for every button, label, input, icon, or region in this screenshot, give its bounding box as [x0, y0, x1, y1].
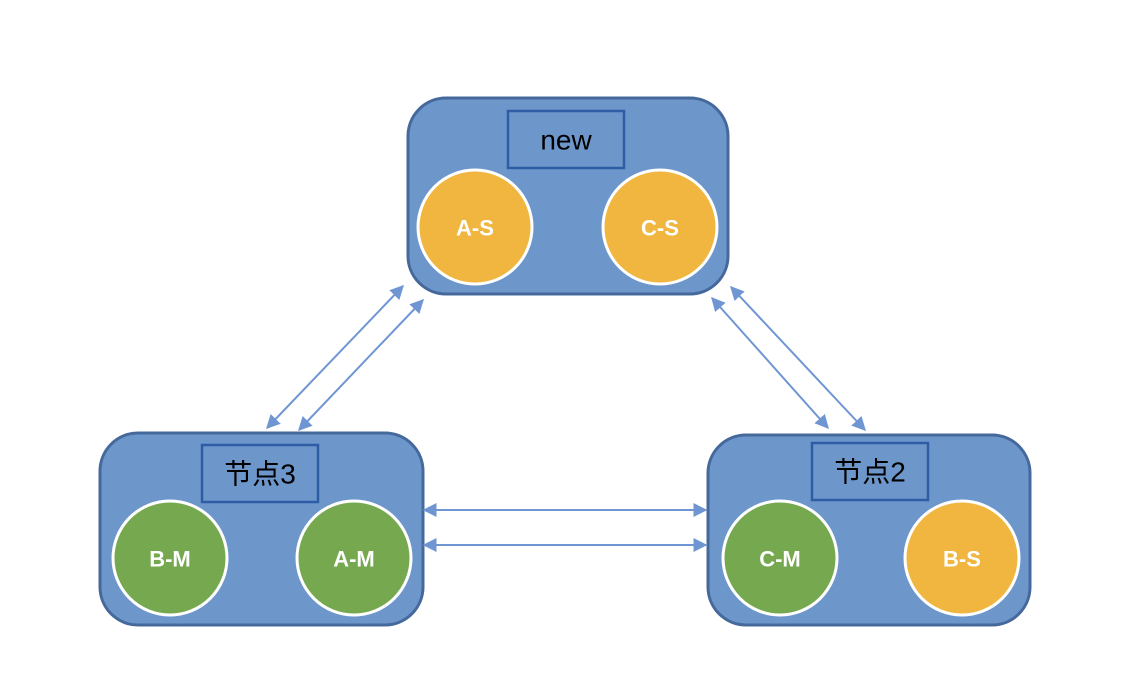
node-new-label: new [540, 125, 592, 156]
node-new-label-box [506, 109, 626, 170]
circle-a-s-shape [416, 168, 534, 286]
node-2-label-box [810, 441, 930, 502]
edge-node3-to-new-line-1 [266, 284, 404, 430]
circle-c-m-label: C-M [759, 547, 801, 572]
circle-b-s[interactable]: B-S [903, 499, 1021, 617]
circle-b-m-shape [111, 499, 229, 617]
circle-b-m[interactable]: B-M [111, 499, 229, 617]
edge-new-to-node2[interactable] [711, 285, 866, 432]
circle-a-m-label: A-M [333, 547, 375, 572]
node-3-label-box [200, 443, 320, 504]
edge-node3-to-new[interactable] [266, 284, 424, 432]
circle-c-s-shape [601, 168, 719, 286]
circle-b-s-label: B-S [943, 547, 981, 572]
circle-c-m[interactable]: C-M [721, 499, 839, 617]
circle-b-s-shape [903, 499, 1021, 617]
circle-c-s[interactable]: C-S [601, 168, 719, 286]
circle-c-m-shape [721, 499, 839, 617]
edge-node3-to-node2[interactable] [422, 503, 708, 552]
edge-node3-to-new-line-2 [298, 298, 424, 432]
circle-b-m-label: B-M [149, 547, 191, 572]
circle-a-s-label: A-S [456, 216, 494, 241]
edge-new-to-node2-line-1 [711, 296, 829, 430]
circle-c-s-label: C-S [641, 216, 679, 241]
node-new[interactable]: new A-S C-S [406, 96, 730, 296]
circle-a-s[interactable]: A-S [416, 168, 534, 286]
circle-a-m[interactable]: A-M [295, 499, 413, 617]
edge-new-to-node2-line-2 [730, 285, 866, 432]
node-2[interactable]: 节点2 C-M B-S [706, 433, 1032, 627]
circle-a-m-shape [295, 499, 413, 617]
node-3[interactable]: 节点3 B-M A-M [98, 431, 425, 627]
node-3-label: 节点3 [224, 459, 296, 490]
node-2-label: 节点2 [834, 457, 906, 488]
